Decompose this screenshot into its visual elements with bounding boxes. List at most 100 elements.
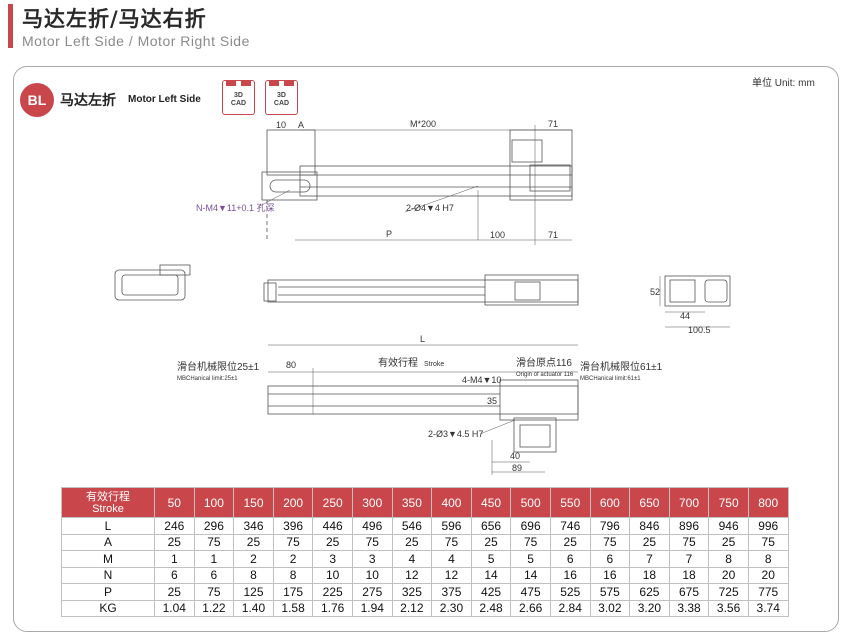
- table-cell: 225: [312, 583, 353, 601]
- table-cell: 625: [629, 583, 670, 601]
- corner-en: Stroke: [92, 502, 124, 515]
- dim-label: 80: [286, 360, 296, 370]
- table-cell: 12: [431, 566, 472, 584]
- table-cell: 746: [549, 517, 591, 535]
- dim-label: 52: [650, 287, 660, 297]
- table-cell: 575: [589, 583, 631, 601]
- table-cell: 3: [351, 550, 393, 568]
- dim-label: 44: [680, 311, 690, 321]
- table-cell: 2: [233, 550, 274, 568]
- end-view-right: [664, 275, 731, 307]
- table-cell: 675: [668, 583, 710, 601]
- column-header: 50: [154, 487, 195, 518]
- drawing-frame: [13, 66, 839, 632]
- table-cell: 7: [668, 550, 710, 568]
- table-cell: 1.58: [272, 599, 314, 617]
- table-cell: 175: [272, 583, 314, 601]
- table-cell: 2.48: [470, 599, 512, 617]
- table-cell: 25: [549, 533, 591, 551]
- column-header: 500: [510, 487, 551, 518]
- table-cell: 596: [431, 517, 472, 535]
- table-cell: 16: [549, 566, 591, 584]
- row-header: L: [61, 517, 155, 535]
- dim-label: 滑台机械限位25±1: [177, 360, 260, 373]
- cad-download-button[interactable]: 3D CAD: [222, 80, 255, 115]
- cad-button-label: 3D CAD: [273, 92, 290, 107]
- table-cell: 796: [589, 517, 631, 535]
- table-cell: 8: [747, 550, 789, 568]
- table-cell: 75: [668, 533, 710, 551]
- table-cell: 1.04: [154, 599, 195, 617]
- dim-label: 有效行程: [378, 356, 418, 369]
- table-cell: 4: [391, 550, 433, 568]
- table-cell: 8: [272, 566, 314, 584]
- table-cell: 275: [351, 583, 393, 601]
- unit-label: 单位 Unit: mm: [752, 78, 815, 89]
- table-cell: 20: [747, 566, 789, 584]
- table-cell: 75: [272, 533, 314, 551]
- table-cell: 4: [431, 550, 472, 568]
- table-cell: 6: [154, 566, 195, 584]
- table-cell: 12: [391, 566, 433, 584]
- column-header: 700: [668, 487, 710, 518]
- column-header: 300: [351, 487, 393, 518]
- table-cell: 1.76: [312, 599, 353, 617]
- table-cell: 20: [708, 566, 749, 584]
- dim-label: 40: [510, 451, 520, 461]
- table-cell: 3.56: [708, 599, 749, 617]
- table-cell: 425: [470, 583, 512, 601]
- table-corner-header: 有效行程 Stroke: [61, 487, 155, 518]
- table-cell: 5: [510, 550, 551, 568]
- table-cell: 10: [351, 566, 393, 584]
- column-header: 550: [549, 487, 591, 518]
- table-cell: 546: [391, 517, 433, 535]
- dim-label: MBCHanical limit:25±1: [177, 376, 238, 382]
- dim-label: N-M4▼11+0.1 孔深: [196, 203, 275, 213]
- cad-download-button[interactable]: 3D CAD: [265, 80, 298, 115]
- section-title-cn: 马达左折: [60, 93, 116, 109]
- table-cell: 346: [233, 517, 274, 535]
- dim-label: 100: [490, 230, 505, 240]
- cad-tab-icon: [226, 80, 236, 86]
- table-cell: 7: [629, 550, 670, 568]
- row-header: A: [61, 533, 155, 551]
- table-cell: 16: [589, 566, 631, 584]
- dim-label: 35: [487, 396, 497, 406]
- dim-label: 71: [548, 119, 558, 129]
- table-cell: 3.74: [747, 599, 789, 617]
- table-cell: 18: [668, 566, 710, 584]
- table-cell: 725: [708, 583, 749, 601]
- table-header-row: 有效行程 Stroke 50 100 150 200 250 300 350 4…: [61, 487, 789, 518]
- table-cell: 75: [747, 533, 789, 551]
- table-cell: 75: [193, 533, 235, 551]
- table-cell: 25: [629, 533, 670, 551]
- dim-label: 滑台机械限位61±1: [580, 360, 663, 373]
- table-cell: 25: [312, 533, 353, 551]
- table-cell: 846: [629, 517, 670, 535]
- dim-label: MBCHanical limit:61±1: [580, 376, 641, 382]
- table-cell: 10: [312, 566, 353, 584]
- table-cell: 25: [154, 533, 195, 551]
- table-cell: 996: [747, 517, 789, 535]
- table-cell: 446: [312, 517, 353, 535]
- dim-label: M*200: [410, 119, 436, 129]
- cad-button-label: 3D CAD: [230, 92, 247, 107]
- table-cell: 775: [747, 583, 789, 601]
- table-cell: 525: [549, 583, 591, 601]
- corner-cn: 有效行程: [86, 490, 130, 503]
- section-title-en: Motor Left Side: [128, 94, 201, 105]
- table-cell: 3.02: [589, 599, 631, 617]
- table-cell: 8: [233, 566, 274, 584]
- table-cell: 2: [272, 550, 314, 568]
- table-cell: 2.66: [510, 599, 551, 617]
- table-cell: 25: [708, 533, 749, 551]
- table-cell: 296: [193, 517, 235, 535]
- column-header: 600: [589, 487, 631, 518]
- row-header: KG: [61, 599, 155, 617]
- page-title: 马达左折/马达右折: [22, 7, 207, 31]
- table-cell: 2.12: [391, 599, 433, 617]
- table-cell: 396: [272, 517, 314, 535]
